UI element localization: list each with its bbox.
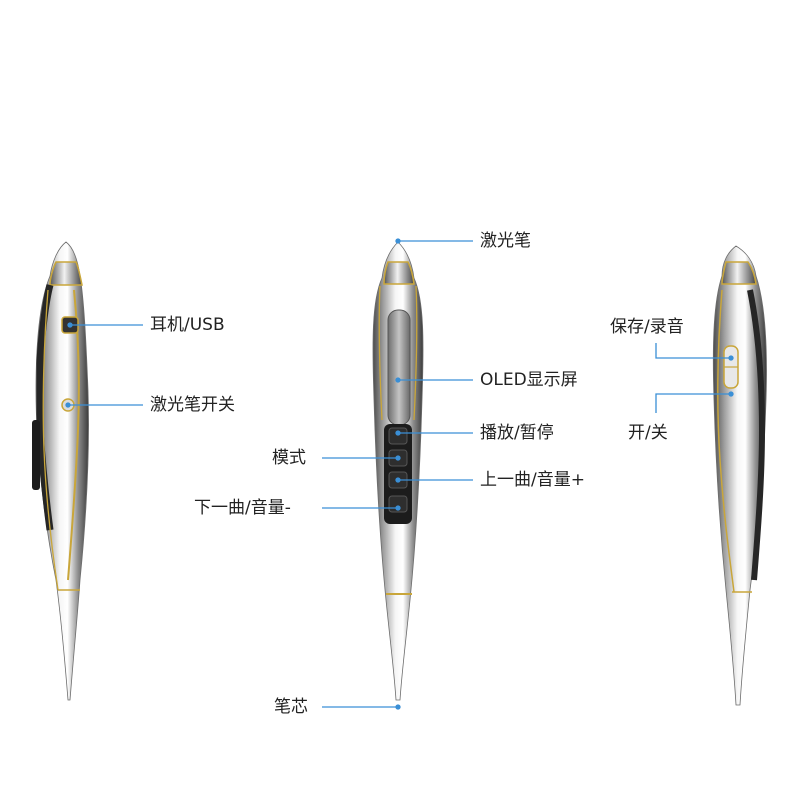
label-laser-switch: 激光笔开关 [150, 395, 235, 415]
side-dark-panel [36, 284, 54, 531]
label-mode: 模式 [272, 448, 306, 468]
label-next-track-vol-down: 下一曲/音量- [194, 498, 291, 518]
label-refill: 笔芯 [274, 697, 308, 717]
label-oled-display: OLED显示屏 [480, 370, 578, 390]
label-play-pause: 播放/暂停 [480, 423, 554, 443]
callout-line-power [655, 393, 731, 413]
label-laser-pointer: 激光笔 [480, 231, 531, 251]
label-save-record: 保存/录音 [610, 317, 684, 337]
callout-line-save-record [655, 343, 731, 359]
oled-display-panel [387, 309, 411, 426]
label-earphone-usb: 耳机/USB [150, 315, 225, 335]
callout-lines [65, 238, 734, 710]
pen-middle-front-view [372, 241, 424, 701]
pen-left-side-view [32, 241, 89, 701]
label-power-on-off: 开/关 [628, 423, 668, 443]
pen-right-side-view [712, 245, 767, 706]
label-prev-track-vol-up: 上一曲/音量+ [480, 470, 585, 490]
